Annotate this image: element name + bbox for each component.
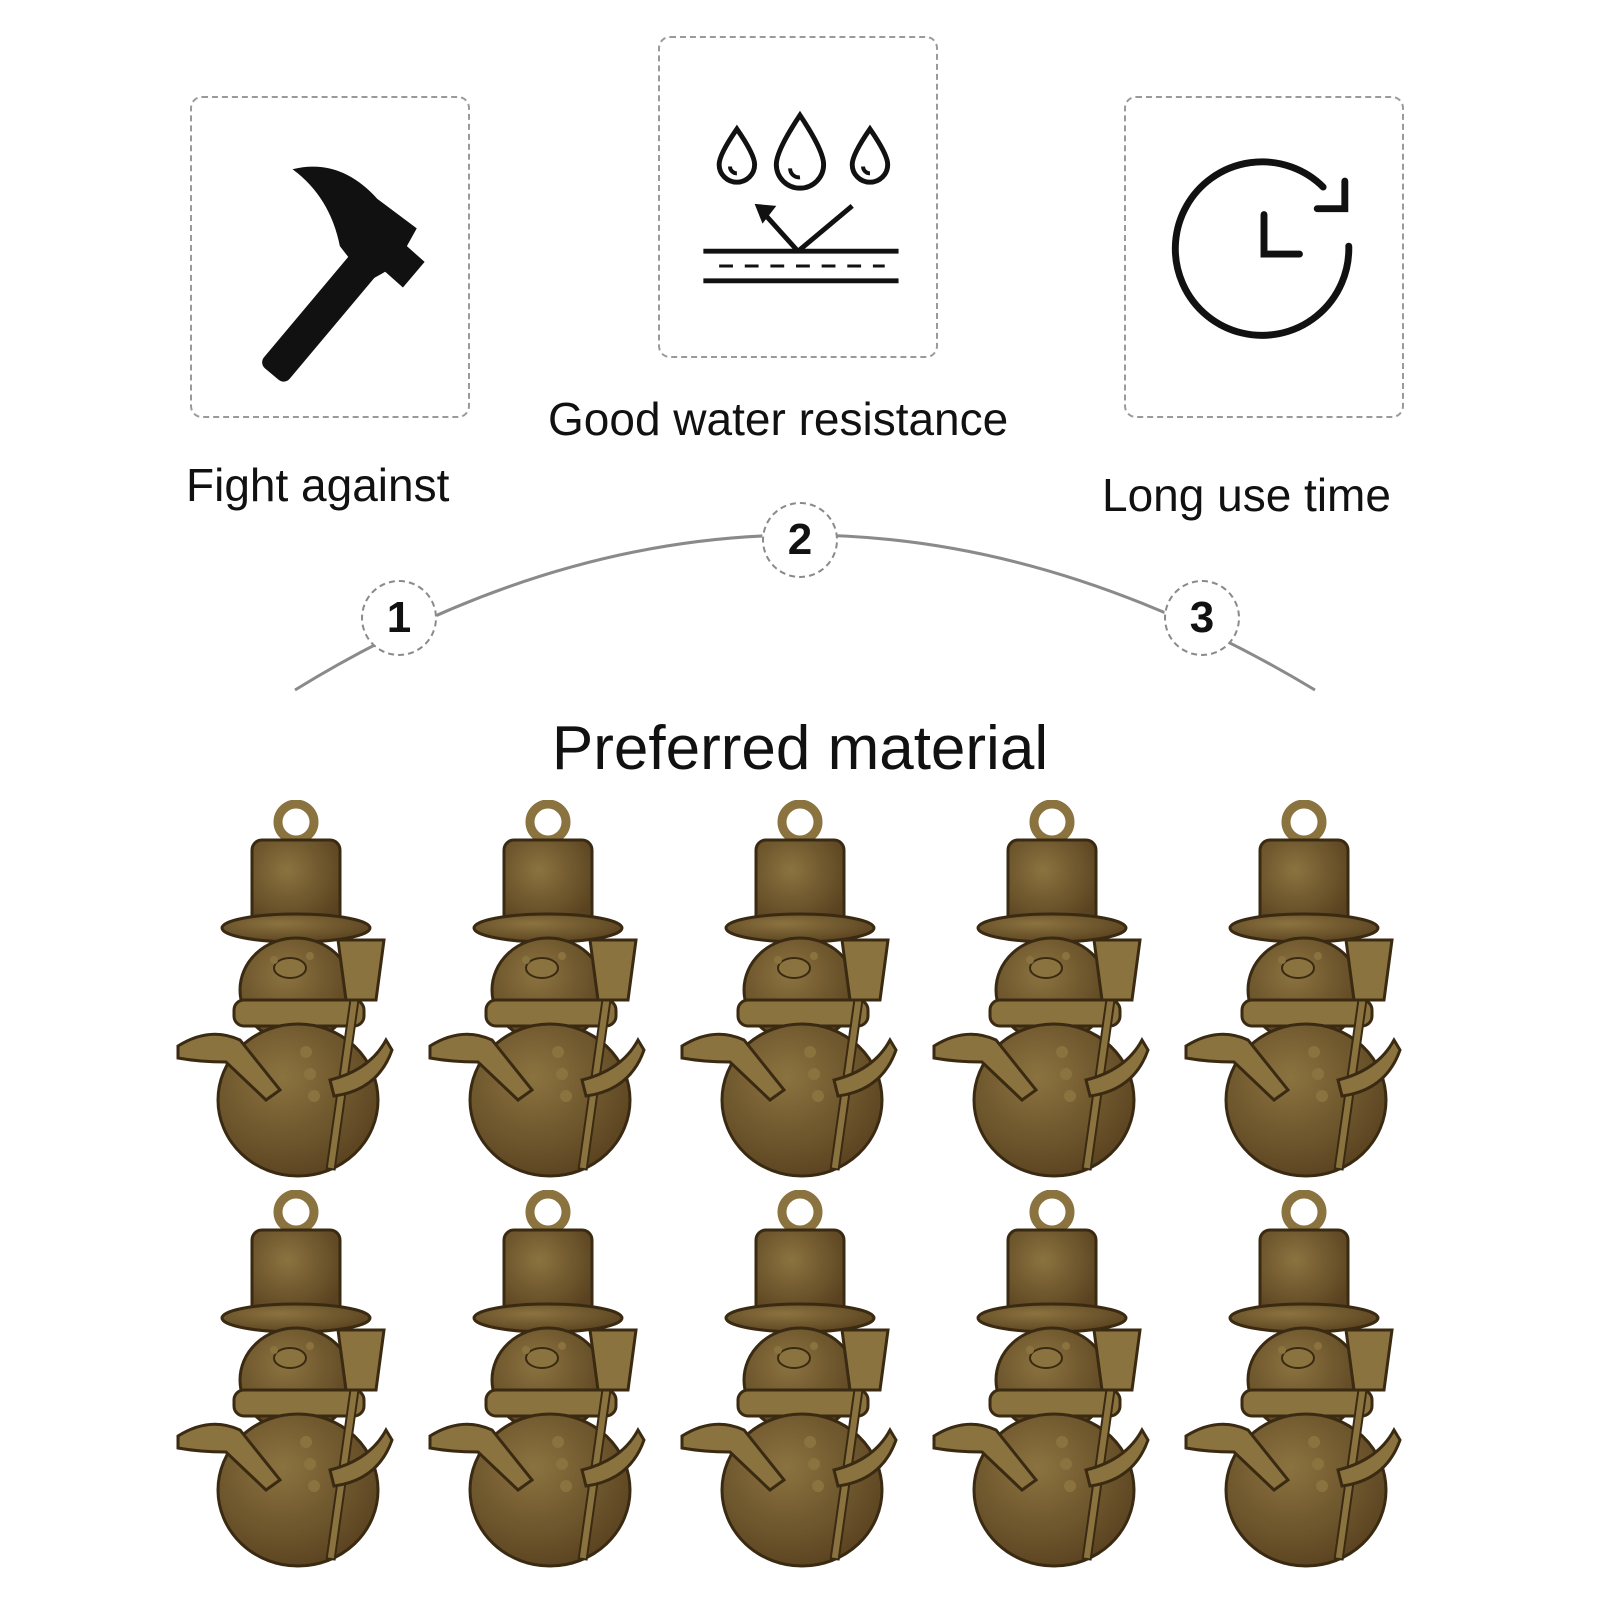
feature-card-fight — [190, 96, 470, 418]
snowman-pendant-image — [422, 1189, 674, 1580]
snowman-pendant-image — [170, 799, 422, 1190]
snowman-pendant-image — [674, 1189, 926, 1580]
snowman-pendant-image — [926, 799, 1178, 1190]
feature-card-longuse — [1124, 96, 1404, 418]
snowman-pendant-image — [422, 799, 674, 1190]
snowman-pendant-image — [674, 799, 926, 1190]
hammer-icon — [262, 166, 425, 382]
product-grid — [170, 799, 1430, 1580]
water-drops-icon — [703, 110, 899, 284]
feature-label-water: Good water resistance — [548, 393, 1009, 445]
snowman-pendant-image — [170, 1189, 422, 1580]
step-badge-1: 1 — [361, 580, 437, 656]
snowman-pendant-image — [926, 1189, 1178, 1580]
feature-label-fight: Fight against — [186, 459, 450, 511]
snowman-pendant-image — [1178, 1189, 1430, 1580]
feature-label-longuse: Long use time — [1102, 469, 1391, 521]
snowman-pendant-image — [1178, 799, 1430, 1190]
step-badge-2: 2 — [762, 502, 838, 578]
step-badge-3: 3 — [1164, 580, 1240, 656]
section-title: Preferred material — [551, 714, 1049, 783]
clock-refresh-icon — [1171, 158, 1353, 339]
feature-card-water — [658, 36, 938, 358]
